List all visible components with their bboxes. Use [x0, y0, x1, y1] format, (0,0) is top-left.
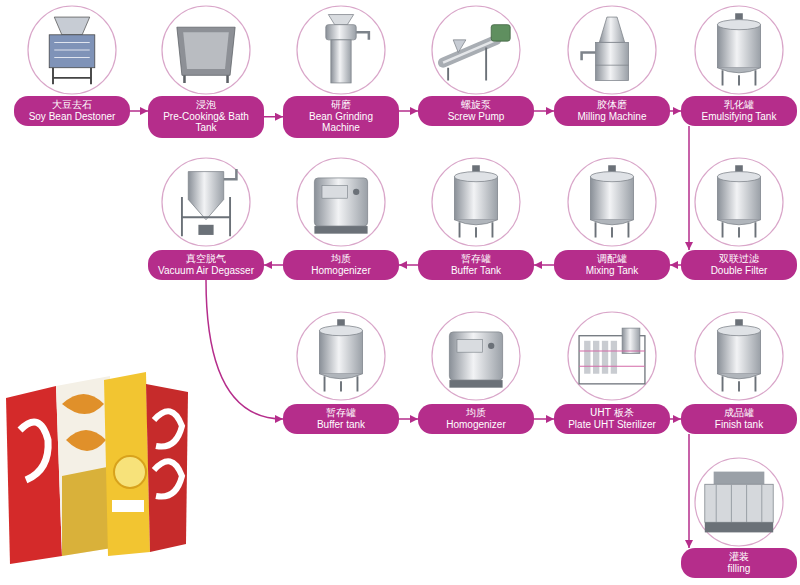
step-name-zh: 暂存罐 — [289, 407, 393, 419]
process-label: 成品罐Finish tank — [681, 404, 797, 434]
process-label: 浸泡Pre-Cooking& Bath Tank — [148, 96, 264, 138]
step-name-en: Plate UHT Sterilizer — [560, 419, 664, 431]
flow-arrow — [206, 280, 283, 419]
step-name-en: Double Filter — [687, 265, 791, 277]
flow-arrow — [670, 264, 681, 266]
step-name-en: Screw Pump — [424, 111, 528, 123]
step-name-en: Emulsifying Tank — [687, 111, 791, 123]
process-label: 双联过滤Double Filter — [681, 250, 797, 280]
step-name-zh: 均质 — [289, 253, 393, 265]
process-label: 暂存罐Buffer tank — [283, 404, 399, 434]
step-name-zh: 双联过滤 — [687, 253, 791, 265]
step-name-zh: 暂存罐 — [424, 253, 528, 265]
step-name-zh: 成品罐 — [687, 407, 791, 419]
step-name-zh: 乳化罐 — [687, 99, 791, 111]
process-label: 乳化罐Emulsifying Tank — [681, 96, 797, 126]
equipment-circles — [28, 6, 783, 546]
process-label: 真空脱气Vacuum Air Degasser — [148, 250, 264, 280]
step-name-zh: 真空脱气 — [154, 253, 258, 265]
flow-arrow — [399, 418, 418, 420]
step-name-en: Homogenizer — [424, 419, 528, 431]
step-name-en: Buffer tank — [289, 419, 393, 431]
step-name-zh: 调配罐 — [560, 253, 664, 265]
step-name-en: Homogenizer — [289, 265, 393, 277]
flow-arrow — [264, 116, 283, 118]
flow-arrow — [534, 264, 554, 266]
step-name-en: Soy Bean Destoner — [20, 111, 124, 123]
flow-arrow — [399, 264, 418, 266]
step-name-en: Mixing Tank — [560, 265, 664, 277]
product-packages — [6, 372, 188, 564]
step-name-en: Bean Grinding Machine — [289, 111, 393, 134]
process-label: 均质Homogenizer — [283, 250, 399, 280]
flow-arrow — [399, 110, 418, 112]
step-name-zh: 螺旋泵 — [424, 99, 528, 111]
step-name-zh: UHT 板杀 — [560, 407, 664, 419]
process-label: UHT 板杀Plate UHT Sterilizer — [554, 404, 670, 434]
process-label: 调配罐Mixing Tank — [554, 250, 670, 280]
flow-arrow — [688, 434, 690, 548]
step-name-zh: 胶体磨 — [560, 99, 664, 111]
step-name-en: Finish tank — [687, 419, 791, 431]
flow-arrow — [534, 418, 554, 420]
process-label: 均质Homogenizer — [418, 404, 534, 434]
process-label: 螺旋泵Screw Pump — [418, 96, 534, 126]
process-label: 大豆去石Soy Bean Destoner — [14, 96, 130, 126]
step-name-en: filling — [687, 563, 791, 575]
step-name-zh: 大豆去石 — [20, 99, 124, 111]
process-label: 暂存罐Buffer Tank — [418, 250, 534, 280]
flow-arrow — [670, 110, 681, 112]
step-name-zh: 均质 — [424, 407, 528, 419]
flow-arrow — [534, 110, 554, 112]
step-name-zh: 研磨 — [289, 99, 393, 111]
step-name-en: Buffer Tank — [424, 265, 528, 277]
process-label: 研磨Bean Grinding Machine — [283, 96, 399, 138]
step-name-en: Pre-Cooking& Bath Tank — [154, 111, 258, 134]
flow-arrow — [130, 110, 148, 112]
step-name-zh: 灌装 — [687, 551, 791, 563]
flow-arrow — [688, 126, 690, 250]
flow-arrow — [264, 264, 283, 266]
step-name-zh: 浸泡 — [154, 99, 258, 111]
flow-arrow — [670, 418, 681, 420]
step-name-en: Milling Machine — [560, 111, 664, 123]
process-label: 胶体磨Milling Machine — [554, 96, 670, 126]
step-name-en: Vacuum Air Degasser — [154, 265, 258, 277]
process-label: 灌装filling — [681, 548, 797, 578]
